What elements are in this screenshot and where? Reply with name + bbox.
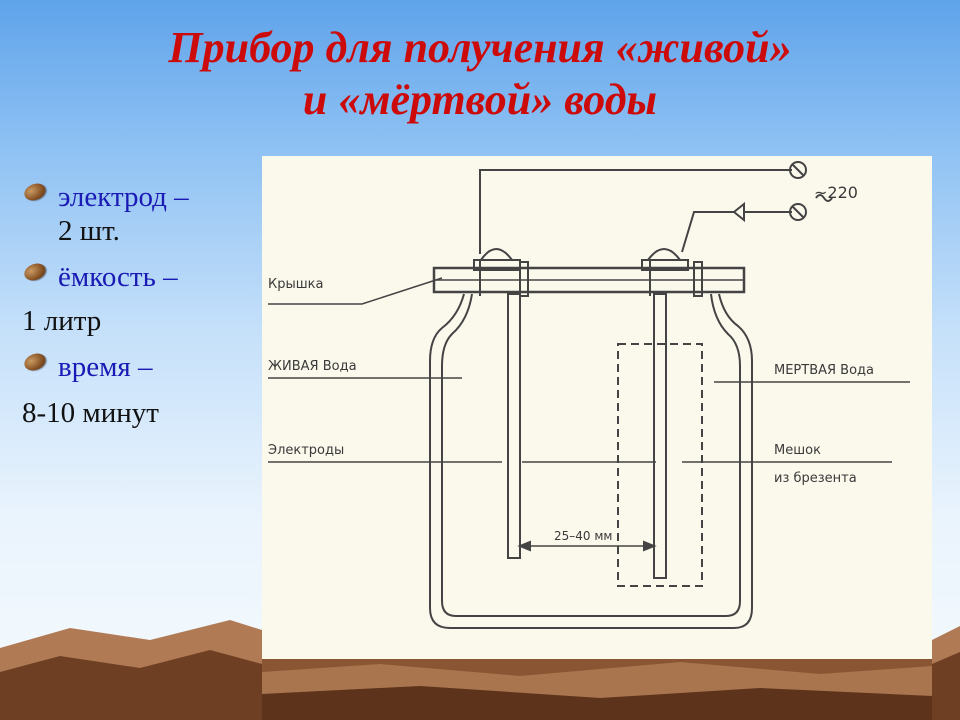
- bullet-electrode-count: 2 шт.: [58, 215, 120, 247]
- plug-arrow: [732, 201, 745, 223]
- lid-bolt: [519, 261, 529, 297]
- bullet-time: время –: [21, 350, 262, 384]
- wire-bottom: [681, 211, 734, 253]
- time-duration: 8-10 минут: [22, 397, 159, 429]
- label-dead-water: МЕРТВАЯ Вода: [774, 363, 874, 378]
- leader-lid: [268, 277, 443, 305]
- diagram-lines: [268, 161, 910, 629]
- bullet-container-text: ёмкость –: [58, 261, 178, 293]
- jar-inner: [441, 293, 741, 617]
- right-terminal-cap: [647, 248, 681, 261]
- title-line-2: и «мёртвой» воды: [302, 75, 658, 124]
- bullet-electrode-text: электрод –: [58, 181, 189, 213]
- right-terminal-nut: [641, 259, 689, 271]
- electrode-left: [507, 293, 521, 559]
- socket-top: [789, 161, 807, 179]
- mountain-right-front: [932, 652, 960, 720]
- canvas-bag: [617, 343, 703, 587]
- mountain-front: [0, 650, 262, 720]
- electrode-right: [653, 293, 667, 579]
- ground-shadow: [262, 686, 932, 720]
- socket-bottom: [789, 203, 807, 221]
- jar-outer: [429, 293, 753, 629]
- slide-title: Прибор для получения «живой» и «мёртвой»…: [0, 22, 960, 126]
- gap-arrow-right: [643, 540, 657, 552]
- coffee-bean-bullet-icon: [21, 180, 49, 204]
- left-terminal-cap: [480, 248, 513, 261]
- bullet-container: ёмкость –: [21, 260, 262, 294]
- label-lid: Крышка: [268, 277, 323, 292]
- container-volume: 1 литр: [22, 305, 102, 337]
- label-bag-line1: Мешок: [774, 443, 821, 458]
- coffee-bean-bullet-icon: [21, 350, 49, 374]
- wire-top: [479, 169, 792, 254]
- gap-arrow-left: [517, 540, 531, 552]
- lid-bolt: [693, 261, 703, 297]
- coffee-bean-bullet-icon: [21, 260, 49, 284]
- label-live-water: ЖИВАЯ Вода: [268, 359, 357, 374]
- title-line-1: Прибор для получения «живой»: [168, 23, 792, 72]
- bullet-list: электрод – 2 шт. ёмкость – 1 литр время …: [21, 180, 262, 430]
- label-voltage: ~220: [814, 183, 858, 202]
- label-bag-line2: из брезента: [774, 471, 857, 486]
- bullet-time-text: время –: [58, 351, 153, 383]
- tilde-icon: [815, 194, 833, 202]
- apparatus-diagram: ~220 Крышка ЖИВАЯ Вода Электроды МЕРТВАЯ…: [262, 156, 932, 659]
- socket-bottom-slash: [791, 205, 805, 219]
- socket-top-slash: [791, 163, 805, 177]
- label-electrodes: Электроды: [268, 443, 344, 458]
- apparatus-drawing: ~220 Крышка ЖИВАЯ Вода Электроды МЕРТВАЯ…: [268, 161, 910, 629]
- label-gap: 25–40 мм: [554, 529, 612, 543]
- bullet-electrode: электрод – 2 шт.: [21, 180, 262, 248]
